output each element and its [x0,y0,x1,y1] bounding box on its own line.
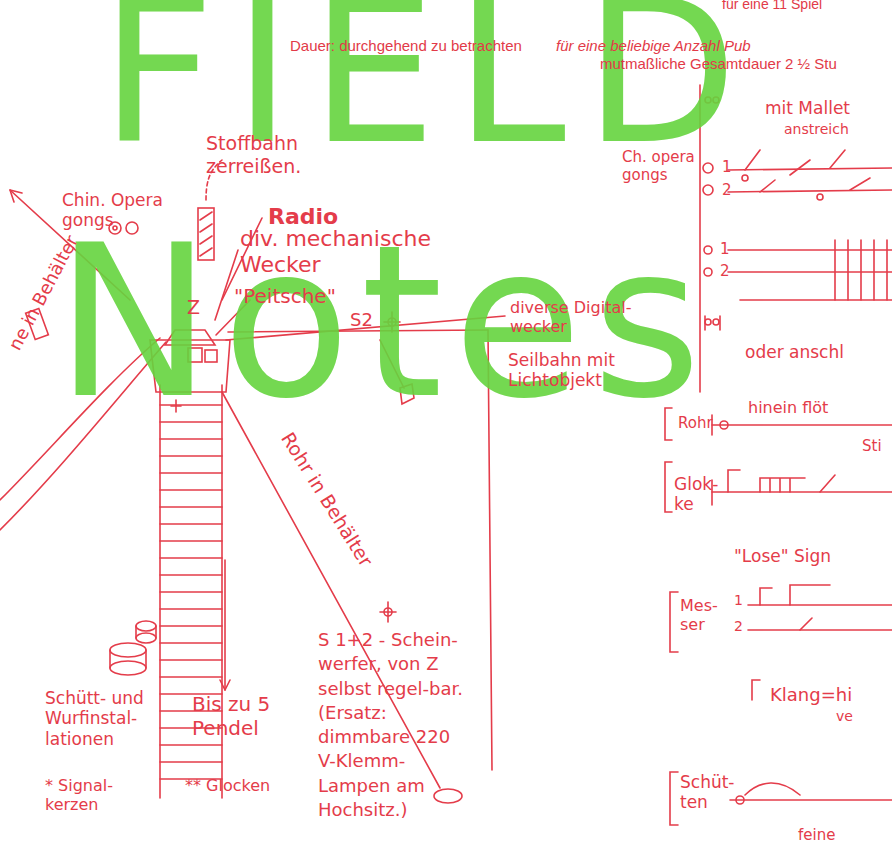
duration-note: Dauer: durchgehend zu betrachten [290,37,522,55]
handwritten-note: Seilbahn mit Lichtobjekt [508,350,628,391]
ladder-rung [160,676,222,678]
score-label: 2 [722,181,732,199]
score-label: 2 [720,262,730,280]
ladder-rung [160,557,222,559]
ladder-rung [160,625,222,627]
score-label: hinein flöt [748,398,828,417]
handwritten-note: Z [187,296,200,319]
ladder-rung [160,659,222,661]
ladder-rung [160,540,222,542]
score-label: mit Mallet [765,98,850,118]
score-label: anstreich [784,121,849,138]
ladder-rung [160,608,222,610]
score-label: Rohr [678,414,713,432]
ladder-rung [160,591,222,593]
ladder-rung [160,744,222,746]
handwritten-note: Bis zu 5 Pendel [192,692,302,740]
duration-note: für eine beliebige Anzahl Pub [556,37,751,55]
ladder-rung [160,438,222,440]
ladder-rung [160,472,222,474]
score-label: 1 [734,592,743,609]
handwritten-note: * Signal-kerzen [45,776,140,814]
handwritten-note: ** Glocken [185,776,285,795]
handwritten-note: Schütt- und Wurfinstal-lationen [45,688,175,749]
ladder-rung [160,506,222,508]
ladder-rung [160,455,222,457]
score-label: Ch. opera gongs [622,148,700,184]
score-label: Mes-ser [680,596,724,634]
score-label: 1 [720,240,730,258]
ladder-rung [160,574,222,576]
spotlight-note: S 1+2 - Schein-werfer, von Z selbst rege… [318,628,473,822]
score-label: feine [798,826,835,844]
score-label: Klang=hi [770,684,852,706]
score-label: Schüt-ten [680,772,728,813]
ladder-rung [160,489,222,491]
watermark-title: FIELD [100,0,756,172]
handwritten-note: diverse Digital-wecker [510,298,650,336]
ladder-rung [160,523,222,525]
handwritten-note: "Peitsche" [234,284,336,308]
score-label: Glok-ke [674,474,722,515]
ladder-rung [160,761,222,763]
header-note: für eine 11 Spiel [722,0,822,13]
handwritten-note: Rohr in Behälter [277,428,378,571]
duration-note: mutmaßliche Gesamtdauer 2 ½ Stu [600,55,837,73]
score-label: 2 [734,618,743,635]
handwritten-note: div. mechanische Wecker [240,226,450,279]
handwritten-note: Stoffbahn zerreißen. [206,132,326,178]
score-label: Sti [862,437,882,455]
handwritten-note: S2 [350,309,373,331]
score-label: oder anschl [745,342,844,362]
score-label: "Lose" Sign [734,546,831,566]
ladder-rung [160,642,222,644]
score-label: 1 [722,158,732,176]
handwritten-note: Chin. Opera gongs [62,190,172,231]
score-label: ve [836,708,853,725]
